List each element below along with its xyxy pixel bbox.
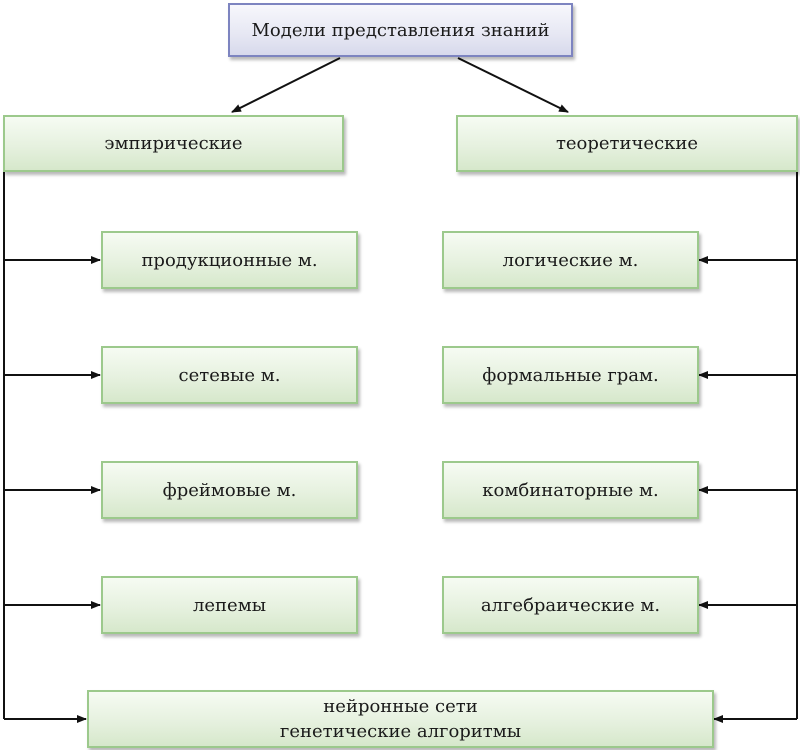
left-model-lepemes: лепемы <box>101 576 358 634</box>
root-to-empirical-arrow <box>231 57 341 113</box>
left-model-label: сетевые м. <box>178 364 281 386</box>
category-empirical: эмпирические <box>3 115 344 172</box>
bottom-line-1: нейронные сети <box>323 696 478 717</box>
left-model-label: продукционные м. <box>141 249 318 271</box>
left-model-label: фреймовые м. <box>162 479 297 501</box>
right-model-combinatorial: комбинаторные м. <box>442 461 699 519</box>
right-model-label: алгебраические м. <box>480 594 661 616</box>
category-theoretical-label: теоретические <box>555 133 699 154</box>
bottom-node: нейронные сети генетические алгоритмы <box>87 690 714 748</box>
right-model-label: формальные грам. <box>482 364 659 386</box>
left-model-label: лепемы <box>192 594 267 616</box>
left-model-network: сетевые м. <box>101 346 358 404</box>
category-empirical-label: эмпирические <box>104 133 243 154</box>
right-model-formal-grammar: формальные грам. <box>442 346 699 404</box>
left-model-frame: фреймовые м. <box>101 461 358 519</box>
left-model-productional: продукционные м. <box>101 231 358 289</box>
right-model-label: комбинаторные м. <box>482 479 659 501</box>
right-model-algebraic: алгебраические м. <box>442 576 699 634</box>
bottom-line-2: генетические алгоритмы <box>279 721 522 742</box>
right-model-logical: логические м. <box>442 231 699 289</box>
right-model-label: логические м. <box>502 249 639 271</box>
root-node: Модели представления знаний <box>228 3 573 57</box>
category-theoretical: теоретические <box>456 115 798 172</box>
root-label: Модели представления знаний <box>251 19 550 41</box>
root-to-theoretical-arrow <box>457 57 569 113</box>
